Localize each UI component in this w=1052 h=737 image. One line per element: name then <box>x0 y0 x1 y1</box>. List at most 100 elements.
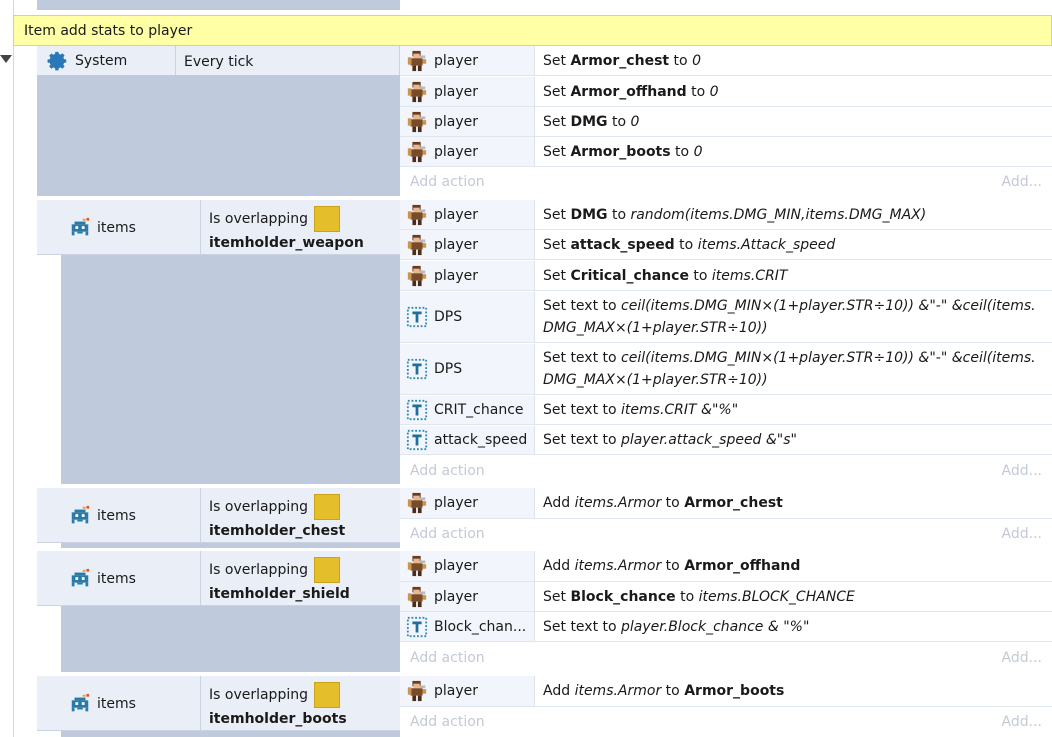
text-object-icon <box>406 429 428 451</box>
action-text-part: itemholder_shield <box>209 586 350 602</box>
add-action-button[interactable]: Add action <box>410 463 485 479</box>
action-text-part: Block_chance <box>570 588 676 605</box>
action-text[interactable]: Add items.Armor to Armor_offhand <box>535 551 1052 581</box>
action-text-part: Add <box>543 495 575 511</box>
action-text[interactable]: Set Armor_boots to 0 <box>535 137 1052 166</box>
event-condition-system[interactable]: System Every tick <box>37 46 400 75</box>
add-action-row[interactable]: Add action Add... <box>400 520 1052 548</box>
action-text-part: to <box>675 588 699 605</box>
condition-object[interactable]: items <box>37 676 201 731</box>
add-more-button[interactable]: Add... <box>1001 526 1042 542</box>
action-object[interactable]: player <box>400 137 535 166</box>
action-text-part: to <box>686 83 710 100</box>
action-object[interactable]: player <box>400 676 535 706</box>
action-text-part: Set <box>543 236 571 253</box>
action-row[interactable]: player Set Critical_chance to items.CRIT <box>400 261 1052 291</box>
action-object[interactable]: player <box>400 551 535 581</box>
condition-object[interactable]: items <box>37 488 201 543</box>
event-comment[interactable]: Item add stats to player <box>13 15 1052 46</box>
action-text[interactable]: Set Armor_chest to 0 <box>535 46 1052 75</box>
action-object[interactable]: player <box>400 107 535 136</box>
action-row[interactable]: Block_chan...Set text to player.Block_ch… <box>400 612 1052 642</box>
action-text-part: itemholder_chest <box>209 523 346 539</box>
condition-object[interactable]: items <box>37 200 201 255</box>
action-object[interactable]: player <box>400 200 535 229</box>
action-object[interactable]: CRIT_chance <box>400 396 535 424</box>
action-object[interactable]: attack_speed <box>400 426 535 454</box>
action-text-part: to <box>670 143 694 160</box>
action-text[interactable]: Set Critical_chance to items.CRIT <box>535 261 1052 290</box>
add-more-button[interactable]: Add... <box>1001 174 1042 190</box>
action-text-part: items <box>97 695 136 712</box>
condition-text[interactable]: Every tick <box>184 54 254 70</box>
action-object[interactable]: player <box>400 230 535 259</box>
action-text-part: Is overlapping <box>209 499 308 515</box>
action-text[interactable]: Set text to ceil(items.DMG_MIN×(1+player… <box>535 292 1052 342</box>
add-more-button[interactable]: Add... <box>1001 649 1042 666</box>
sprite-swatch-icon <box>313 557 340 583</box>
action-text-part: player <box>434 267 479 284</box>
action-object[interactable]: player <box>400 582 535 611</box>
action-text[interactable]: Set Armor_offhand to 0 <box>535 77 1052 106</box>
action-text[interactable]: Set Block_chance to items.BLOCK_CHANCE <box>535 582 1052 611</box>
add-action-row[interactable]: Add action Add... <box>400 456 1052 486</box>
condition-object[interactable]: items <box>37 551 201 606</box>
action-object[interactable]: DPS <box>400 344 535 394</box>
action-object[interactable]: DPS <box>400 292 535 342</box>
action-text-part: items <box>97 507 136 524</box>
action-text[interactable]: Set text to items.CRIT &"%" <box>535 396 1052 424</box>
add-more-button[interactable]: Add... <box>1001 463 1042 479</box>
action-text-part: to <box>669 52 693 69</box>
add-action-row[interactable]: Add action Add... <box>400 707 1052 737</box>
action-text-wrap: Set text to ceil(items.DMG_MIN×(1+player… <box>543 347 1036 391</box>
action-text-part: Set <box>543 113 571 130</box>
condition-object[interactable]: System <box>37 46 176 75</box>
add-more-button[interactable]: Add... <box>1001 714 1042 730</box>
action-text[interactable]: Set DMG to 0 <box>535 107 1052 136</box>
prev-add-action-row[interactable] <box>400 0 1052 10</box>
player-sprite-icon <box>407 141 427 162</box>
action-object[interactable]: player <box>400 261 535 290</box>
action-text[interactable]: Set text to player.attack_speed &"s" <box>535 426 1052 454</box>
text-object-icon <box>406 358 428 380</box>
action-text[interactable]: Set attack_speed to items.Attack_speed <box>535 230 1052 259</box>
action-text[interactable]: Set text to ceil(items.DMG_MIN×(1+player… <box>535 344 1052 394</box>
action-text[interactable]: Add items.Armor to Armor_boots <box>535 676 1052 706</box>
add-action-button[interactable]: Add action <box>410 174 485 190</box>
action-text[interactable]: Set DMG to random(items.DMG_MIN,items.DM… <box>535 200 1052 229</box>
action-text-part: Critical_chance <box>570 267 689 284</box>
action-object[interactable]: Block_chan... <box>400 612 535 641</box>
add-action-button[interactable]: Add action <box>410 714 485 730</box>
action-object[interactable]: player <box>400 46 535 75</box>
action-text-part: Set <box>543 83 571 100</box>
add-action-button[interactable]: Add action <box>410 649 485 666</box>
action-object[interactable]: player <box>400 77 535 106</box>
action-text-part: to <box>661 558 685 574</box>
add-action-row[interactable]: Add action Add... <box>400 167 1052 197</box>
action-text-part: items <box>97 219 136 236</box>
action-text[interactable]: Add items.Armor to Armor_chest <box>535 488 1052 518</box>
action-text[interactable]: Set text to player.Block_chance & "%" <box>535 612 1052 641</box>
add-action-button[interactable]: Add action <box>410 526 485 542</box>
condition-text[interactable]: Is overlapping itemholder_chest <box>201 490 400 541</box>
add-action-row[interactable]: Add action Add... <box>400 643 1052 672</box>
action-object[interactable]: player <box>400 488 535 518</box>
collapse-toggle-icon[interactable] <box>0 55 12 63</box>
